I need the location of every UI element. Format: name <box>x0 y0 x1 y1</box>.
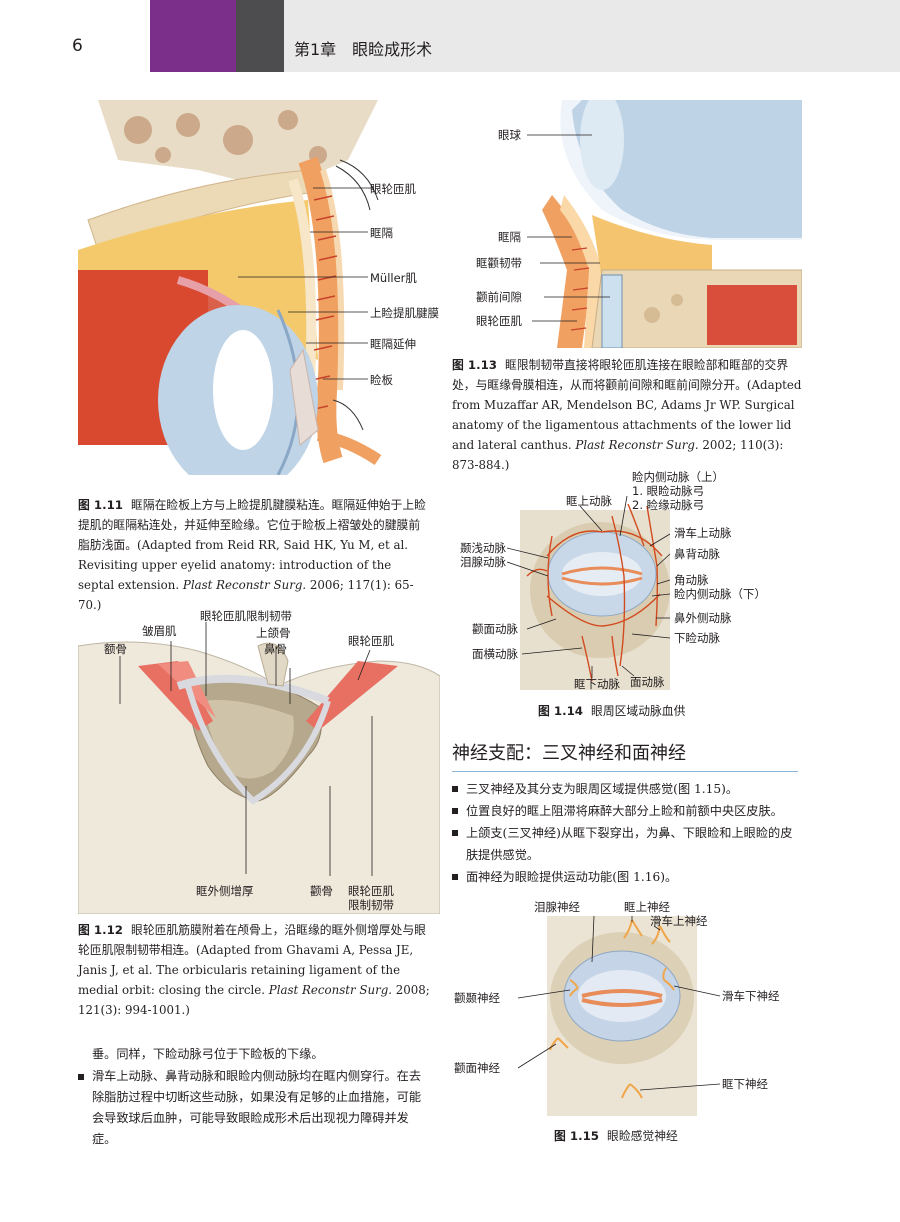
figure-number: 图 1.12 <box>78 923 124 937</box>
label-orbicularis-retaining-ligament-2: 眼轮匝肌 限制韧带 <box>348 884 394 912</box>
label-zygomaticotemporal-nerve: 颧颞神经 <box>454 991 500 1005</box>
figure-1-12-illustration <box>78 622 440 914</box>
label-eyeball: 眼球 <box>498 128 521 142</box>
label-nasal-bone: 鼻骨 <box>264 642 287 656</box>
label-zygomaticofacial-nerve: 颧面神经 <box>454 1061 500 1075</box>
label-levator-aponeurosis: 上睑提肌腱膜 <box>370 306 439 320</box>
page-header: 6 第1章 眼睑成形术 <box>0 0 900 72</box>
label-medial-palpebral-items: 1. 眼睑动脉弓 2. 睑缘动脉弓 <box>632 484 705 512</box>
caption-journal: Plast Reconstr Surg. <box>182 578 307 592</box>
label-angular: 角动脉 <box>674 573 709 587</box>
caption-text: 眶隔在睑板上方与上睑提肌腱膜粘连。眶隔延伸始于上睑提肌的眶隔粘连处，并延伸至睑缘… <box>78 498 426 592</box>
figure-number: 图 1.14 <box>538 704 584 718</box>
figure-1-15: 泪腺神经 眶上神经 滑车上神经 颧颞神经 滑车下神经 颧面神经 眶下神经 <box>452 898 802 1123</box>
label-septal-extension: 眶隔延伸 <box>370 337 416 351</box>
section-bullet-item: 位置良好的眶上阻滞将麻醉大部分上睑和前额中央区皮肤。 <box>452 800 802 822</box>
body-bullet-list: 滑车上动脉、鼻背动脉和眼睑内侧动脉均在眶内侧穿行。在去除脂肪过程中切断这些动脉，… <box>78 1066 430 1150</box>
section-bullet-list: 三叉神经及其分支为眼周区域提供感觉(图 1.15)。 位置良好的眶上阻滞将麻醉大… <box>452 778 802 888</box>
label-maxilla: 上颌骨 <box>256 626 291 640</box>
section-bullet-item: 三叉神经及其分支为眼周区域提供感觉(图 1.15)。 <box>452 778 802 800</box>
label-lacrimal: 泪腺动脉 <box>460 555 506 569</box>
label-lacrimal-nerve: 泪腺神经 <box>534 900 580 914</box>
label-orbitomalar-ligament: 眶颧韧带 <box>476 256 522 270</box>
figure-1-12: 额骨 皱眉肌 眼轮匝肌限制韧带 上颌骨 鼻骨 眼轮匝肌 眶外侧增厚 颧骨 眼轮匝… <box>78 606 440 914</box>
header-purple-block <box>150 0 236 72</box>
chapter-title: 第1章 眼睑成形术 <box>294 40 433 59</box>
label-septum: 眶隔 <box>498 230 521 244</box>
section-heading: 神经支配：三叉神经和面神经 <box>452 739 798 772</box>
label-supraorbital: 眶上动脉 <box>566 494 612 508</box>
label-frontal-bone: 额骨 <box>104 642 127 656</box>
label-corrugator: 皱眉肌 <box>142 624 177 638</box>
label-inferior-palpebral: 下睑动脉 <box>674 631 720 645</box>
figure-1-13: 眼球 眶隔 眶颧韧带 颧前间隙 眼轮匝肌 <box>452 100 802 348</box>
label-superficial-temporal: 颞浅动脉 <box>460 541 506 555</box>
figure-1-14-illustration <box>506 495 671 690</box>
figure-1-14-caption: 图 1.14 眼周区域动脉血供 <box>538 701 798 721</box>
header-title-band <box>284 0 900 72</box>
figure-1-15-caption: 图 1.15 眼睑感觉神经 <box>554 1126 794 1146</box>
caption-text: 眶限制韧带直接将眼轮匝肌连接在眼睑部和眶部的交界处，与眶缘骨膜相连，从而将颧前间… <box>452 358 802 452</box>
caption-text: 眼睑感觉神经 <box>607 1129 678 1143</box>
caption-tail: 2008; 121(3): 994-1001.) <box>78 983 430 1017</box>
header-left-block <box>0 0 150 72</box>
figure-number: 图 1.15 <box>554 1129 600 1143</box>
caption-text: 眼轮匝肌筋膜附着在颅骨上，沿眶缘的眶外侧增厚处与眼轮匝肌限制韧带相连。(Adap… <box>78 923 426 997</box>
caption-text: 眼周区域动脉血供 <box>591 704 686 718</box>
label-zygomaticofacial: 颧面动脉 <box>472 622 518 636</box>
label-orbicularis: 眼轮匝肌 <box>476 314 522 328</box>
figure-number: 图 1.13 <box>452 358 498 372</box>
caption-tail: 2002; 110(3): 873-884.) <box>452 438 784 472</box>
label-orbicularis: 眼轮匝肌 <box>348 634 394 648</box>
figure-number: 图 1.11 <box>78 498 124 512</box>
figure-1-11-illustration <box>78 100 440 475</box>
figure-1-11: 眼轮匝肌 眶隔 Müller肌 上睑提肌腱膜 眶隔延伸 睑板 <box>78 100 440 475</box>
label-infraorbital: 眶下动脉 <box>574 677 620 691</box>
header-gray-block <box>236 0 284 72</box>
label-transverse-facial: 面横动脉 <box>472 647 518 661</box>
section-bullet-item: 上颌支(三叉神经)从眶下裂穿出，为鼻、下眼睑和上眼睑的皮肤提供感觉。 <box>452 822 802 866</box>
figure-1-14: 睑内侧动脉（上） 1. 眼睑动脉弓 2. 睑缘动脉弓 眶上动脉 滑车上动脉 颞浅… <box>452 466 802 696</box>
label-medial-palpebral-upper: 睑内侧动脉（上） <box>632 470 724 484</box>
caption-journal: Plast Reconstr Surg. <box>575 438 699 452</box>
caption-tail: 2006; 117(1): 65-70.) <box>78 578 414 612</box>
label-zygoma: 颧骨 <box>310 884 333 898</box>
label-muller-muscle: Müller肌 <box>370 271 417 285</box>
label-infraorbital-nerve: 眶下神经 <box>722 1077 768 1091</box>
label-facial: 面动脉 <box>630 675 665 689</box>
label-septum: 眶隔 <box>370 226 393 240</box>
label-dorsal-nasal: 鼻背动脉 <box>674 547 720 561</box>
label-orbicularis-retaining-ligament: 眼轮匝肌限制韧带 <box>200 609 292 623</box>
label-supratrochlear-nerve: 滑车上神经 <box>650 914 708 928</box>
label-medial-palpebral-lower: 睑内侧动脉（下） <box>674 587 766 601</box>
label-supratrochlear: 滑车上动脉 <box>674 526 732 540</box>
label-tarsus: 睑板 <box>370 373 393 387</box>
body-bullet-item: 滑车上动脉、鼻背动脉和眼睑内侧动脉均在眶内侧穿行。在去除脂肪过程中切断这些动脉，… <box>78 1066 430 1150</box>
figure-1-15-illustration <box>517 915 721 1116</box>
caption-journal: Plast Reconstr Surg. <box>268 983 393 997</box>
label-external-nasal: 鼻外侧动脉 <box>674 611 732 625</box>
label-lateral-thickening: 眶外侧增厚 <box>196 884 254 898</box>
label-orbicularis: 眼轮匝肌 <box>370 182 416 196</box>
label-infratrochlear-nerve: 滑车下神经 <box>722 989 780 1003</box>
body-continuation: 垂。同样，下睑动脉弓位于下睑板的下缘。 <box>92 1047 324 1061</box>
section-bullet-item: 面神经为眼睑提供运动功能(图 1.16)。 <box>452 866 802 888</box>
label-prezygomatic-space: 颧前间隙 <box>476 290 522 304</box>
page-number: 6 <box>72 36 83 56</box>
figure-1-13-illustration <box>452 100 802 348</box>
label-supraorbital-nerve: 眶上神经 <box>624 900 670 914</box>
